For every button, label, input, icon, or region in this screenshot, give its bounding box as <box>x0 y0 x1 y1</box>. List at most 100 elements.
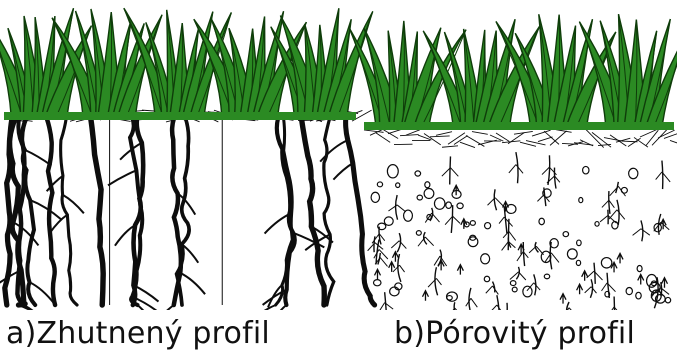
soil-pore <box>468 237 478 247</box>
grass-base <box>364 122 674 130</box>
fine-root <box>450 156 451 184</box>
thatch-strand <box>466 136 484 147</box>
soil-pore <box>595 222 599 227</box>
soil-pore <box>390 287 399 296</box>
soil-pore <box>665 297 670 302</box>
root-hair <box>585 287 597 293</box>
soil-pore <box>523 286 532 297</box>
thatch-strand <box>640 129 657 137</box>
root-hair <box>447 308 463 310</box>
soil-profile-diagram <box>0 0 677 310</box>
root-hair <box>564 308 577 310</box>
root-branch <box>108 170 136 185</box>
thatch-strand <box>580 140 593 146</box>
soil-pore <box>563 232 569 237</box>
soil-pore <box>601 258 611 268</box>
root-hair <box>633 229 650 236</box>
root-branch <box>333 163 352 180</box>
soil-pore <box>583 166 589 174</box>
soil-pore <box>576 260 580 265</box>
soil-pore <box>425 182 430 188</box>
soil-pore <box>434 198 444 209</box>
soil-pore <box>470 221 475 226</box>
root-tip <box>560 294 566 304</box>
thatch-strand <box>658 130 675 138</box>
soil-pore <box>457 203 463 209</box>
fine-root <box>435 267 438 295</box>
fine-root <box>451 205 452 233</box>
soil-pore <box>484 276 489 281</box>
root-tip <box>661 278 667 288</box>
thatch-strand <box>442 146 458 147</box>
root-hair <box>486 286 499 295</box>
thatch-strand <box>556 130 572 133</box>
soil-pore <box>481 254 490 264</box>
thatch-strand <box>376 133 390 142</box>
soil-pore <box>637 266 642 272</box>
thick-root <box>61 118 77 305</box>
thatch-strand <box>538 137 553 142</box>
soil-pore <box>378 223 386 230</box>
root-tip <box>577 284 583 294</box>
soil-pore <box>374 280 381 286</box>
root-hair <box>488 305 503 310</box>
thick-root <box>47 118 55 305</box>
soil-pore <box>404 210 413 221</box>
root-tip <box>438 260 444 270</box>
thatch-strand <box>628 138 641 146</box>
root-branch <box>30 200 61 219</box>
thatch-strand <box>496 133 509 141</box>
soil-pore <box>512 287 517 292</box>
root-hair <box>418 237 434 246</box>
thatch-strand <box>520 142 536 146</box>
soil-pore <box>567 249 577 259</box>
grass-blades <box>0 8 373 120</box>
root-branch <box>25 150 52 166</box>
soil-pore <box>577 240 582 246</box>
root-hair <box>509 165 523 174</box>
soil-pore <box>416 231 421 236</box>
porous-soil-panel <box>349 14 677 310</box>
soil-pore <box>626 288 632 295</box>
caption-porous-profile: b)Pórovitý profil <box>394 316 635 351</box>
fine-root <box>494 189 496 210</box>
thatch-strand <box>532 130 551 136</box>
root-tip <box>389 262 395 272</box>
soil-pore <box>485 223 491 229</box>
thatch-strand <box>634 137 648 147</box>
fine-root <box>609 191 610 214</box>
thatch-strand <box>382 129 398 139</box>
soil-pore <box>384 217 393 225</box>
thick-root <box>324 118 334 305</box>
fine-root <box>594 263 595 284</box>
porous-soil-texture <box>368 152 671 310</box>
soil-pore <box>579 198 583 203</box>
fine-root <box>662 161 663 190</box>
root-tip <box>453 185 459 195</box>
soil-pore <box>629 168 638 178</box>
soil-pore <box>415 171 421 176</box>
thatch-strand <box>460 142 475 147</box>
root-branch <box>180 273 205 294</box>
root-hair <box>388 205 405 212</box>
thatch-strand <box>454 136 468 145</box>
root-branch <box>158 305 174 310</box>
fine-root <box>396 195 398 220</box>
fine-root <box>523 242 524 266</box>
soil-pore <box>510 281 516 286</box>
soil-pore <box>544 274 549 279</box>
root-hair <box>602 200 615 208</box>
thick-roots <box>0 118 375 310</box>
soil-pore <box>424 189 434 199</box>
soil-pore <box>636 292 641 299</box>
root-tip <box>374 269 380 279</box>
thatch-strand <box>436 132 452 136</box>
root-hair <box>545 253 559 263</box>
fine-root <box>508 219 509 250</box>
thatch-strand <box>514 131 533 134</box>
thatch-strand <box>544 131 559 144</box>
thatch-layer <box>364 128 677 148</box>
soil-pore <box>396 183 400 188</box>
soil-pore <box>612 222 618 229</box>
soil-pore <box>387 165 398 178</box>
